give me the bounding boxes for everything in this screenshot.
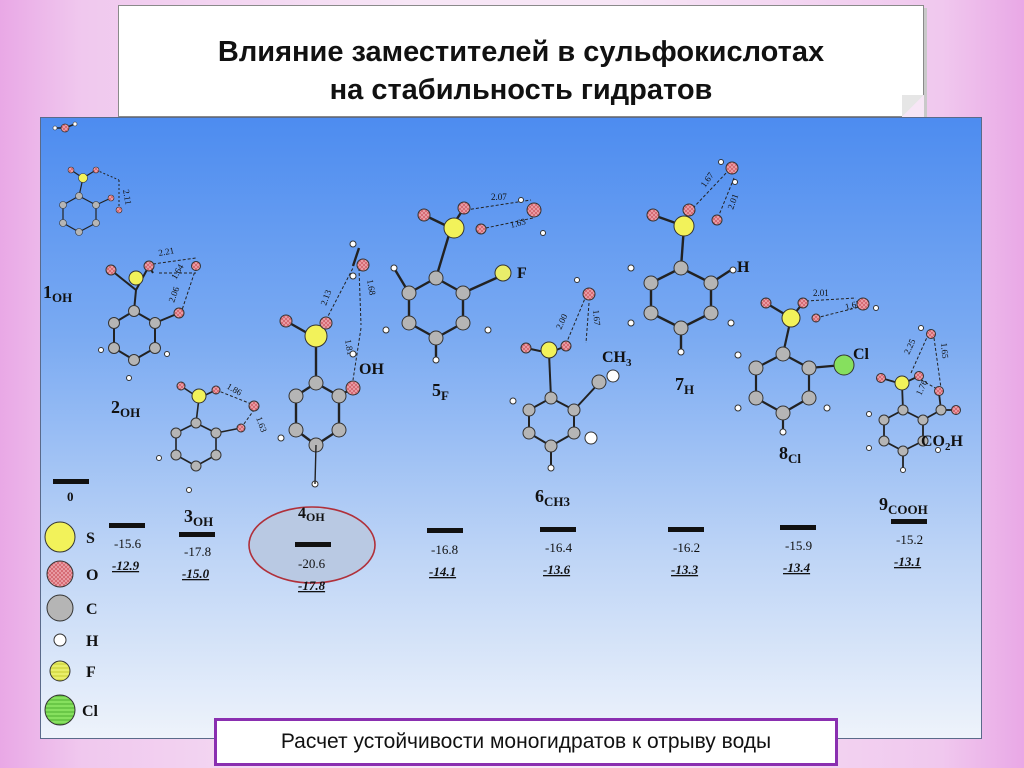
- atom-legend: S O C H F Cl: [44, 521, 99, 726]
- svg-text:1.67: 1.67: [698, 170, 716, 189]
- energy-bar-4: [295, 542, 331, 547]
- molecule-5: 2.07 1.63: [382, 192, 546, 364]
- energy-bar-6: [540, 527, 576, 532]
- energy-corrected-9: -13.1: [894, 554, 921, 569]
- energy-1: -15.6: [114, 536, 142, 551]
- chlorine-atom-icon: [44, 694, 76, 726]
- label-8-substituent: Cl: [853, 346, 870, 363]
- legend-label-o: O: [86, 567, 98, 584]
- svg-text:1.68: 1.68: [365, 279, 378, 297]
- page-curl-decoration: [902, 95, 924, 117]
- label-6-substituent: CH3: [602, 349, 632, 369]
- label-9-substituent: CO2H: [921, 433, 964, 453]
- energy-corrected-4: -17.8: [298, 578, 326, 593]
- svg-text:2.13: 2.13: [318, 288, 333, 307]
- svg-text:1.63: 1.63: [254, 415, 269, 434]
- hydrogen-atom-icon: [53, 633, 67, 647]
- molecule-3: 1.86 1.63: [156, 381, 269, 493]
- oxygen-atom-icon: [46, 560, 74, 588]
- svg-text:1.76: 1.76: [914, 378, 930, 397]
- energy-4: -20.6: [298, 556, 326, 571]
- energy-bar-3: [179, 532, 215, 537]
- energy-bar-8: [780, 525, 816, 530]
- svg-text:1.65: 1.65: [939, 342, 950, 359]
- label-6: 6CH3: [535, 486, 571, 509]
- energy-5: -16.8: [431, 542, 458, 557]
- label-8: 8Cl: [779, 443, 801, 466]
- svg-text:2.07: 2.07: [491, 192, 507, 202]
- molecule-8: 2.01 1.62: [734, 288, 879, 436]
- svg-text:2.01: 2.01: [725, 192, 740, 210]
- footer-caption-box: Расчет устойчивости моногидратов к отрыв…: [214, 718, 838, 766]
- legend-label-c: C: [86, 601, 98, 618]
- energy-reference-label: 0: [67, 489, 74, 504]
- energy-levels: 0 -15.6 -12.9 -17.8 -15.0 -20.6 -17.8 -1…: [53, 479, 927, 593]
- legend-label-f: F: [86, 664, 96, 681]
- molecule-diagram: 2.11 1OH 2.21 1.64 2.06: [43, 121, 964, 726]
- sulfur-atom-icon: [44, 521, 76, 553]
- energy-bar-1: [109, 523, 145, 528]
- energy-corrected-8: -13.4: [783, 560, 811, 575]
- diagram-panel: 2.11 1OH 2.21 1.64 2.06: [40, 117, 982, 739]
- molecule-2: 2.21 1.64 2.06: [98, 245, 201, 381]
- svg-text:2.06: 2.06: [166, 285, 181, 304]
- label-4: 4OH: [298, 505, 325, 524]
- footer-caption: Расчет устойчивости моногидратов к отрыв…: [280, 730, 772, 753]
- molecule-7: 1.67 2.01: [627, 159, 740, 356]
- energy-corrected-5: -14.1: [429, 564, 456, 579]
- energy-bar-reference: [53, 479, 89, 484]
- energy-bar-9: [891, 519, 927, 524]
- label-4-substituent: OH: [359, 361, 384, 378]
- molecule-1: 2.11: [59, 166, 134, 236]
- svg-text:2.00: 2.00: [554, 312, 570, 331]
- energy-corrected-6: -13.6: [543, 562, 571, 577]
- label-1: 1OH: [43, 282, 72, 305]
- title-line-1: Влияние заместителей в сульфокислотах: [217, 36, 825, 68]
- energy-7: -16.2: [673, 540, 700, 555]
- energy-bar-7: [668, 527, 704, 532]
- title-card: Влияние заместителей в сульфокислотах на…: [118, 5, 924, 117]
- label-5: 5F: [432, 380, 449, 403]
- svg-text:1.67: 1.67: [591, 309, 602, 326]
- fluorine-atom-icon: [49, 660, 71, 682]
- energy-3: -17.8: [184, 544, 211, 559]
- legend-label-h: H: [86, 633, 99, 650]
- energy-8: -15.9: [785, 538, 812, 553]
- svg-text:2.11: 2.11: [121, 189, 134, 206]
- svg-text:1.63: 1.63: [509, 216, 527, 230]
- label-2: 2OH: [111, 397, 140, 420]
- energy-corrected-1: -12.9: [112, 558, 140, 573]
- svg-text:2.01: 2.01: [813, 288, 829, 298]
- title-line-2: на стабильность гидратов: [329, 74, 713, 106]
- carbon-atom-icon: [46, 594, 74, 622]
- svg-text:1.86: 1.86: [225, 381, 244, 398]
- energy-corrected-7: -13.3: [671, 562, 699, 577]
- energy-9: -15.2: [896, 532, 923, 547]
- energy-corrected-3: -15.0: [182, 566, 210, 581]
- svg-text:2.21: 2.21: [158, 245, 175, 258]
- label-7: 7H: [675, 374, 694, 397]
- svg-text:2.25: 2.25: [902, 337, 918, 356]
- molecule-9: 2.25 1.76 1.65: [866, 325, 961, 473]
- legend-label-cl: Cl: [82, 703, 99, 720]
- legend-label-s: S: [86, 530, 95, 547]
- energy-6: -16.4: [545, 540, 573, 555]
- svg-text:1.64: 1.64: [169, 262, 186, 281]
- molecule-4: 2.13 1.68 1.81: [277, 240, 378, 488]
- label-9: 9COOH: [879, 494, 928, 517]
- label-5-substituent: F: [517, 265, 527, 282]
- label-3: 3OH: [184, 506, 213, 529]
- label-7-substituent: H: [737, 259, 750, 276]
- energy-bar-5: [427, 528, 463, 533]
- molecule-6: 2.00 1.67: [509, 277, 620, 472]
- water-molecule: [52, 121, 78, 133]
